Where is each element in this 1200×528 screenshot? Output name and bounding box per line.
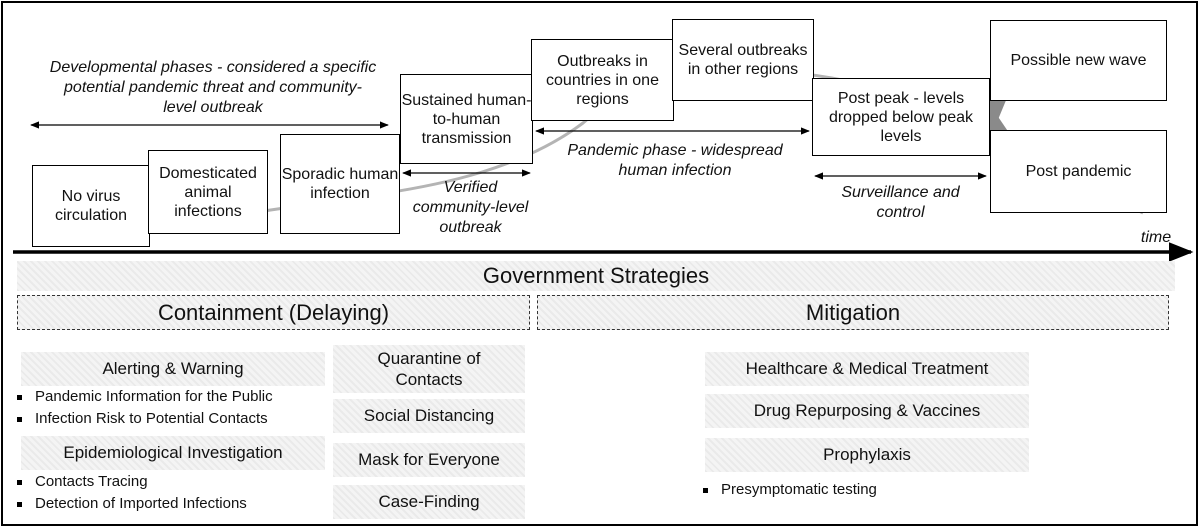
list-item: Detection of Imported Infections <box>15 493 335 515</box>
list-item: Infection Risk to Potential Contacts <box>15 408 335 430</box>
stage-no-virus: No virus circulation <box>32 165 150 247</box>
list-item: Presymptomatic testing <box>701 479 1021 501</box>
epidemiological-label: Epidemiological Investigation <box>63 443 283 462</box>
list-item: Contacts Tracing <box>15 471 335 493</box>
verified-note: Verified community-level outbreak <box>412 179 529 236</box>
containment-header: Containment (Delaying) <box>17 295 530 330</box>
strategies-title: Government Strategies <box>482 263 710 288</box>
healthcare-label: Healthcare & Medical Treatment <box>745 359 989 378</box>
stage-sustained-transmission: Sustained human-to-human transmission <box>400 74 533 164</box>
stage-animal-infections: Domesticated animal infections <box>148 150 268 234</box>
mask-box: Mask for Everyone <box>333 443 525 477</box>
social-distancing-label: Social Distancing <box>363 406 495 425</box>
stage-several-outbreaks: Several outbreaks in other regions <box>672 19 814 101</box>
stage-label: Post pandemic <box>1025 163 1132 180</box>
stage-label: No virus circulation <box>54 188 128 224</box>
stage-regional-outbreaks: Outbreaks in countries in one regions <box>531 39 674 121</box>
prophylaxis-list: Presymptomatic testing <box>701 479 1021 501</box>
epidemiological-box: Epidemiological Investigation <box>21 436 325 470</box>
alerting-list: Pandemic Information for the Public Infe… <box>15 386 335 430</box>
stage-label: Outbreaks in countries in one regions <box>546 52 659 108</box>
healthcare-box: Healthcare & Medical Treatment <box>705 352 1029 386</box>
drug-repurposing-box: Drug Repurposing & Vaccines <box>705 394 1029 428</box>
quarantine-label: Quarantine of Contacts <box>377 349 481 389</box>
containment-title: Containment (Delaying) <box>157 299 390 325</box>
pandemic-note: Pandemic phase - widespread human infect… <box>567 142 783 179</box>
stage-label: Possible new wave <box>1010 52 1147 69</box>
drug-label: Drug Repurposing & Vaccines <box>753 401 981 420</box>
case-finding-label: Case-Finding <box>378 492 480 511</box>
alerting-warning-box: Alerting & Warning <box>21 352 325 386</box>
mask-label: Mask for Everyone <box>358 450 500 469</box>
government-strategies-title: Government Strategies <box>17 261 1175 291</box>
mitigation-title: Mitigation <box>805 299 901 325</box>
stage-label: Several outbreaks in other regions <box>678 42 808 78</box>
mitigation-header: Mitigation <box>537 295 1169 330</box>
stage-label: Sporadic human infection <box>281 166 399 202</box>
time-axis-label: time <box>1140 229 1172 246</box>
stage-post-peak: Post peak - levels dropped below peak le… <box>812 78 990 156</box>
case-finding-box: Case-Finding <box>333 485 525 519</box>
developmental-note: Developmental phases - considered a spec… <box>49 59 377 116</box>
list-item: Pandemic Information for the Public <box>15 386 335 408</box>
stage-label: Domesticated animal infections <box>159 164 257 220</box>
stage-new-wave: Possible new wave <box>990 20 1167 101</box>
stage-post-pandemic: Post pandemic <box>990 130 1167 213</box>
stage-label: Sustained human-to-human transmission <box>401 91 532 147</box>
stage-label: Post peak - levels dropped below peak le… <box>828 89 974 145</box>
surveillance-note: Surveillance and control <box>841 184 960 221</box>
prophylaxis-box: Prophylaxis <box>705 438 1029 472</box>
prophylaxis-label: Prophylaxis <box>823 445 911 464</box>
alerting-label: Alerting & Warning <box>102 359 244 378</box>
social-distancing-box: Social Distancing <box>333 399 525 433</box>
stage-sporadic-human: Sporadic human infection <box>280 134 400 234</box>
quarantine-box: Quarantine of Contacts <box>333 345 525 393</box>
epidemiological-list: Contacts Tracing Detection of Imported I… <box>15 471 335 515</box>
